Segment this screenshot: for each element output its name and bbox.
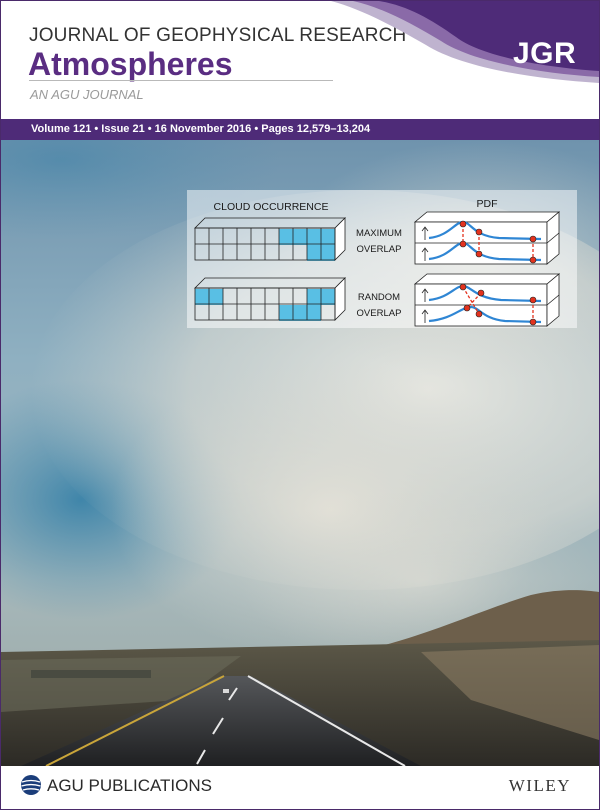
agu-globe-icon [21, 775, 41, 795]
distant-car [223, 689, 229, 693]
max-overlap-grid [194, 217, 346, 261]
series-title: Atmospheres [28, 46, 233, 82]
overlap-label-2: OVERLAP [357, 308, 402, 319]
lane-dashes [196, 687, 238, 765]
cover-art: CLOUD OCCURRENCE PDF MAXIMUM OVERLAP RAN… [1, 140, 599, 766]
cover-photo: CLOUD OCCURRENCE PDF MAXIMUM OVERLAP RAN… [1, 140, 599, 766]
overlap-diagram: CLOUD OCCURRENCE PDF MAXIMUM OVERLAP RAN… [187, 190, 577, 328]
jgr-logo: JGR [513, 37, 577, 70]
random-overlap-pdf-box [413, 273, 561, 327]
wiley-logo: WILEY [508, 776, 571, 795]
agu-publications: AGU PUBLICATIONS [47, 776, 212, 795]
random-overlap-grid [194, 277, 346, 321]
cover-footer: AGU PUBLICATIONS WILEY [1, 766, 599, 809]
right-field [421, 645, 599, 740]
volume-info: Volume 121 • Issue 21 • 16 November 2016… [31, 123, 371, 135]
agu-journal-subtitle: AN AGU JOURNAL [30, 87, 144, 102]
overlap-label-1: OVERLAP [357, 244, 402, 255]
random-label: RANDOM [358, 292, 400, 303]
cover-header: JOURNAL OF GEOPHYSICAL RESEARCH Atmosphe… [1, 1, 599, 119]
pdf-heading: PDF [477, 198, 498, 210]
road-edge-line [247, 675, 406, 766]
title-divider [29, 80, 333, 81]
cloud-occurrence-heading: CLOUD OCCURRENCE [214, 201, 329, 213]
maximum-label: MAXIMUM [356, 228, 402, 239]
header-swoosh [331, 1, 599, 83]
volume-band: Volume 121 • Issue 21 • 16 November 2016… [1, 119, 599, 140]
road-center-line [45, 675, 225, 766]
max-overlap-pdf-box [413, 211, 561, 265]
journal-name: JOURNAL OF GEOPHYSICAL RESEARCH [29, 25, 407, 46]
distant-trees [31, 670, 151, 678]
